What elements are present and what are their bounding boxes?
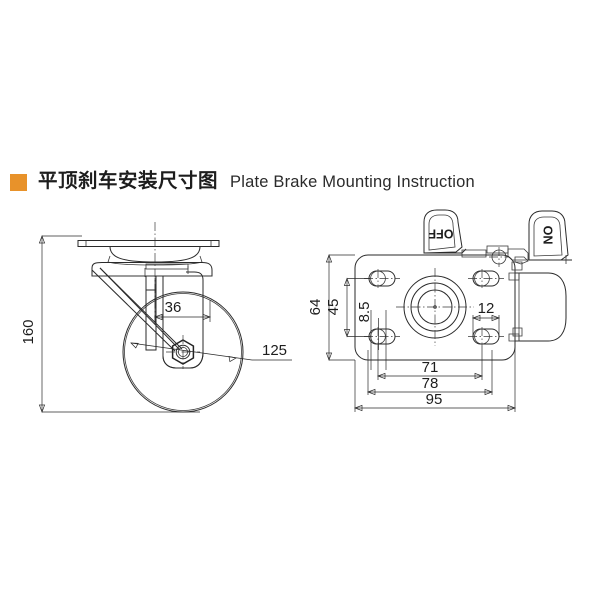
brake-housing <box>508 261 567 342</box>
side-view-group: 160 <box>20 222 292 414</box>
bolt-hole-top-right <box>468 269 504 288</box>
dim-label-45: 45 <box>325 299 342 316</box>
brake-linkage <box>461 245 529 267</box>
dim-plate-width: 64 <box>307 253 355 362</box>
axle-hub-hex-nut <box>166 335 200 369</box>
dim-slot-length: 12 <box>471 300 501 337</box>
kingpin-center <box>396 268 474 346</box>
dim-bolt-hole-size: 8.5 <box>356 302 387 370</box>
top-view-group: OFF ON <box>307 209 572 412</box>
dim-wheel-diameter: 125 <box>130 342 292 363</box>
brake-pedal-on: ON <box>528 210 572 264</box>
brake-off-label: OFF <box>428 227 453 241</box>
wheel <box>122 291 244 413</box>
page-title: 平顶刹车安装尺寸图 Plate Brake Mounting Instructi… <box>10 168 475 196</box>
page-title-chinese: 平顶刹车安装尺寸图 <box>38 170 219 193</box>
dim-plate-length: 95 <box>353 341 517 412</box>
dim-label-78: 78 <box>422 375 439 392</box>
dim-label-71: 71 <box>422 359 439 376</box>
dim-label-125: 125 <box>262 342 287 359</box>
top-mounting-plate <box>77 240 220 247</box>
page-title-english: Plate Brake Mounting Instruction <box>230 172 475 191</box>
dim-swivel-offset: 36 <box>153 278 212 322</box>
bullet-square-icon <box>10 173 27 191</box>
dim-label-12: 12 <box>478 300 495 317</box>
dim-label-95: 95 <box>426 391 443 408</box>
dim-label-36: 36 <box>165 299 182 316</box>
dim-label-160: 160 <box>20 319 37 344</box>
dim-label-8-5: 8.5 <box>356 302 373 323</box>
dim-bolt-spacing-y: 45 <box>325 277 370 338</box>
dim-label-64: 64 <box>307 299 324 316</box>
dim-plate-inner-length: 78 <box>366 350 494 396</box>
dim-bolt-spacing-x: 71 <box>376 346 484 380</box>
technical-drawing-canvas: 160 <box>0 200 600 430</box>
dim-overall-height: 160 <box>20 234 200 414</box>
brake-on-label: ON <box>541 226 555 245</box>
bolt-hole-bottom-right <box>468 327 504 346</box>
brake-pedal-off: OFF <box>423 209 467 254</box>
